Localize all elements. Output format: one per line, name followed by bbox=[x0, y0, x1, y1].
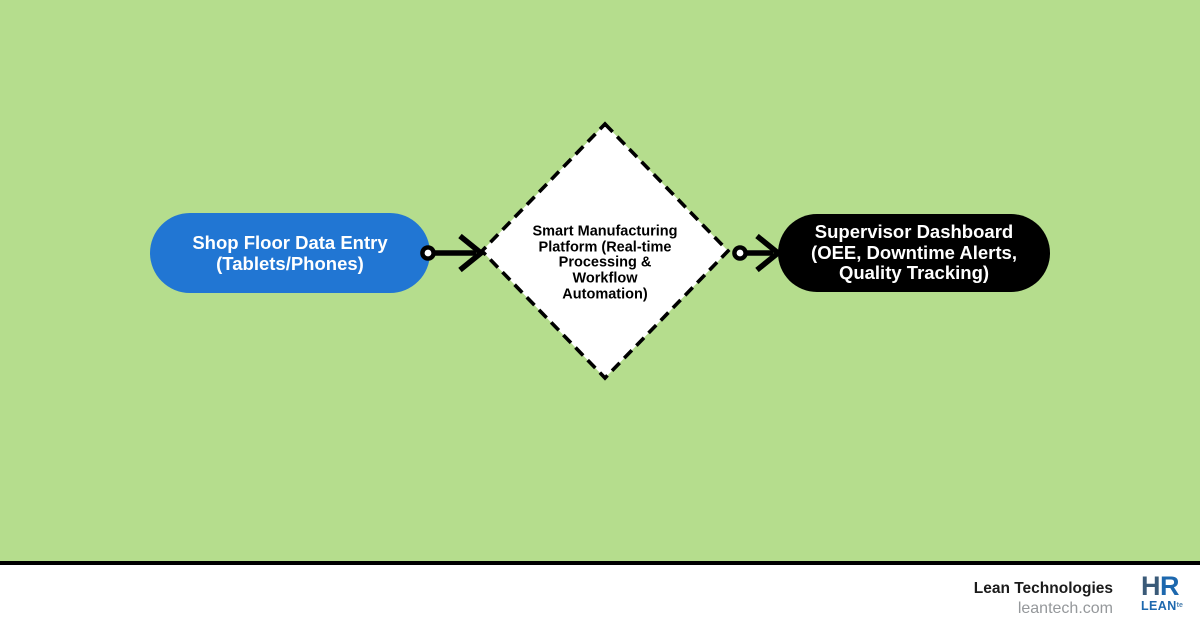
footer-company-name: Lean Technologies bbox=[973, 580, 1113, 597]
node-platform-label: Smart Manufacturing Platform (Real-time … bbox=[532, 223, 678, 304]
connector-2-arrowhead-icon bbox=[755, 233, 783, 273]
brand-logo: HR LEANte bbox=[1141, 571, 1183, 613]
brand-logo-letter-h: H bbox=[1141, 571, 1161, 601]
node-shop-floor-data-entry: Shop Floor Data Entry (Tablets/Phones) bbox=[150, 213, 430, 293]
node-supervisor-label-line: Supervisor Dashboard bbox=[814, 221, 1014, 243]
node-supervisor-label: Supervisor Dashboard (OEE, Downtime Aler… bbox=[811, 222, 1017, 284]
footer-divider bbox=[0, 561, 1200, 565]
connector-1 bbox=[420, 233, 486, 273]
node-supervisor-label-line: Quality Tracking) bbox=[838, 262, 990, 284]
connector-2 bbox=[732, 233, 783, 273]
footer-website: leantech.com bbox=[1017, 600, 1113, 617]
node-platform-label-line: Processing & bbox=[558, 255, 652, 272]
node-shop-floor-label-line: Shop Floor Data Entry bbox=[192, 232, 388, 253]
node-shop-floor-label-line: (Tablets/Phones) bbox=[216, 253, 364, 274]
node-supervisor-dashboard: Supervisor Dashboard (OEE, Downtime Aler… bbox=[778, 214, 1050, 292]
node-platform-label-line: Platform (Real-time bbox=[538, 239, 672, 256]
node-supervisor-label-line: (OEE, Downtime Alerts, bbox=[811, 241, 1017, 263]
brand-logo-word: LEANte bbox=[1141, 600, 1183, 613]
node-shop-floor-label: Shop Floor Data Entry (Tablets/Phones) bbox=[192, 232, 387, 274]
node-platform-label-line: Automation) bbox=[562, 286, 648, 303]
connector-2-start-dot-icon bbox=[732, 245, 748, 261]
footer-bar bbox=[0, 565, 1200, 630]
brand-logo-letter-r: R bbox=[1160, 571, 1180, 601]
brand-logo-word-suffix: te bbox=[1176, 602, 1183, 609]
brand-logo-word-main: LEAN bbox=[1141, 599, 1177, 613]
brand-logo-mark: HR bbox=[1141, 571, 1183, 601]
connector-1-arrowhead-icon bbox=[458, 233, 486, 273]
node-platform-label-line: Smart Manufacturing bbox=[532, 223, 678, 240]
node-platform-label-line: Workflow bbox=[572, 270, 638, 287]
